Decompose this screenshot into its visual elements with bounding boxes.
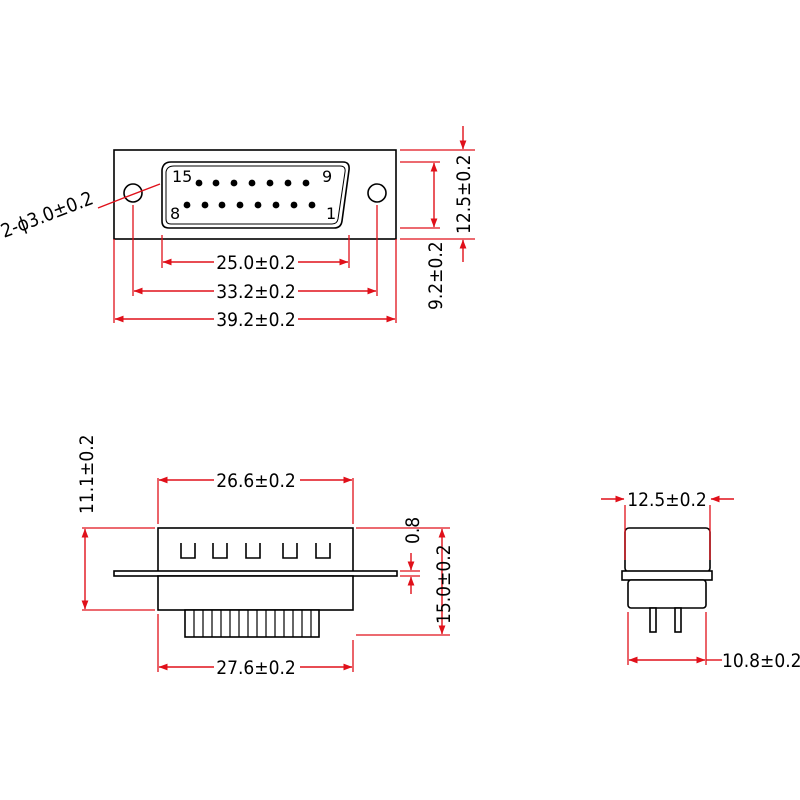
front-shell	[161, 161, 350, 229]
pin	[266, 179, 274, 187]
pin	[195, 179, 203, 187]
pin-label-8: 8	[170, 204, 180, 223]
hole-leader	[125, 183, 161, 198]
front-view: 15 9 8 1 2-ϕ3.0±0.2 25.0±0.2 33.2±0.2 39…	[0, 126, 475, 331]
dim-0-8: 0.8	[402, 517, 424, 544]
pin-row-bottom	[183, 201, 316, 209]
dim-33: 33.2±0.2	[216, 281, 296, 303]
pin	[236, 201, 244, 209]
pin	[248, 179, 256, 187]
dim-39: 39.2±0.2	[216, 309, 296, 331]
end-pin-left	[649, 607, 657, 633]
end-body	[627, 579, 707, 609]
pin-row-top	[195, 179, 310, 187]
dim-end-top: 12.5±0.2	[627, 489, 707, 511]
mounting-hole-right	[367, 183, 387, 203]
pin	[272, 201, 280, 209]
dim-12: 12.5±0.2	[453, 154, 475, 234]
pin	[308, 201, 316, 209]
contact-windows	[180, 543, 331, 559]
side-view: 26.6±0.2 27.6±0.2 11.1±0.2 0.8 15.0±0.2	[76, 434, 455, 679]
pin	[218, 201, 226, 209]
pin	[212, 179, 220, 187]
dim-9: 9.2±0.2	[425, 241, 447, 310]
end-flange	[621, 570, 713, 581]
pin	[183, 201, 191, 209]
mounting-hole-left	[123, 183, 143, 203]
pin-label-9: 9	[322, 167, 332, 186]
dim-11: 11.1±0.2	[76, 434, 98, 514]
pin	[230, 179, 238, 187]
pin-label-1: 1	[326, 204, 336, 223]
pin	[284, 179, 292, 187]
dim-15: 15.0±0.2	[433, 544, 455, 624]
dim-27: 27.6±0.2	[216, 657, 296, 679]
pin-label-15: 15	[172, 167, 192, 186]
side-shell	[157, 527, 354, 577]
end-view: 12.5±0.2 10.8±0.2	[601, 489, 800, 672]
hole-leader-ext	[97, 196, 127, 209]
dim-25: 25.0±0.2	[216, 252, 296, 274]
dim-end-bottom: 10.8±0.2	[722, 650, 800, 672]
dim-26: 26.6±0.2	[216, 470, 296, 492]
pin	[302, 179, 310, 187]
hole-dim-label: 2-ϕ3.0±0.2	[0, 187, 96, 242]
pin	[201, 201, 209, 209]
front-flange	[113, 149, 397, 240]
end-shell	[624, 527, 711, 573]
pin	[254, 201, 262, 209]
side-rear-body	[157, 575, 354, 611]
pin	[290, 201, 298, 209]
front-shell-inner	[165, 165, 346, 225]
solder-tails	[184, 609, 320, 638]
end-pin-right	[674, 607, 682, 633]
